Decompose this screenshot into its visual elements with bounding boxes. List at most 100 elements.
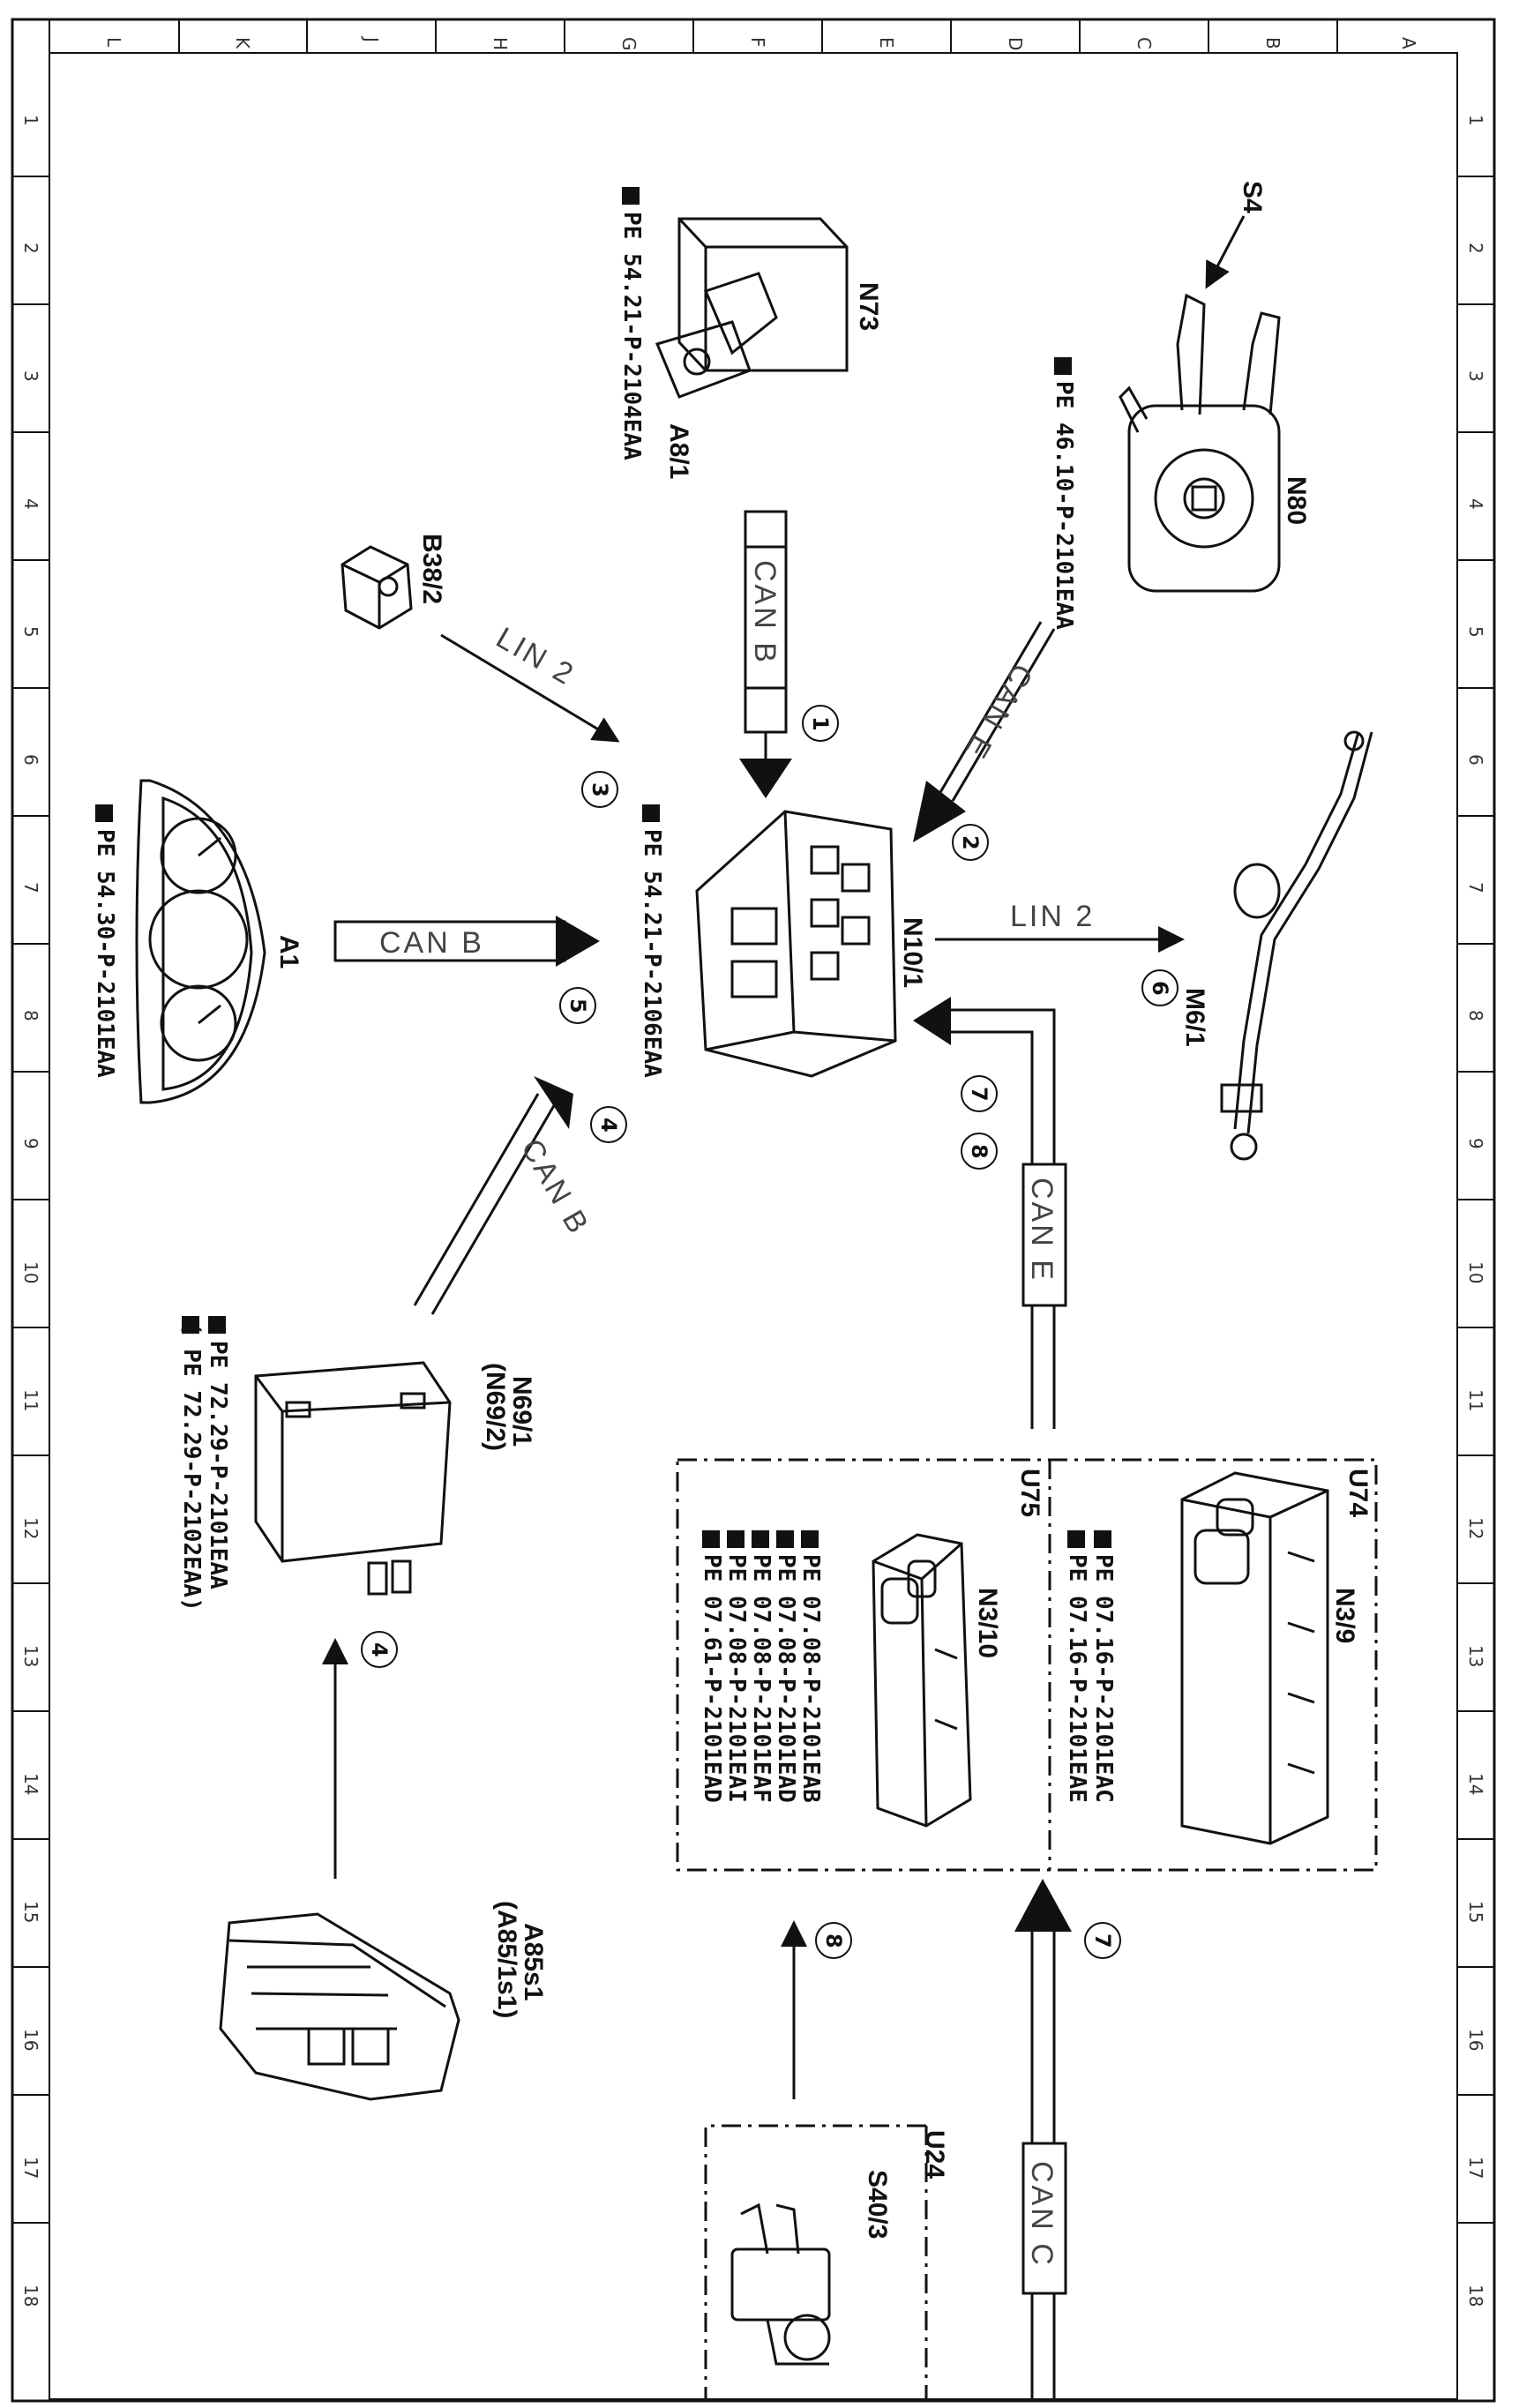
row-3-right: 3	[1465, 370, 1486, 382]
marker-2: 2	[958, 835, 983, 850]
label-u24: U24	[920, 2130, 949, 2179]
col-G: G	[618, 37, 640, 51]
n10-1-sam-module-icon	[695, 810, 897, 1078]
ref-u74-a: PE 07.16-P-2101EAC	[1090, 1554, 1117, 1803]
marker-5: 5	[565, 998, 590, 1013]
row-18-left: 18	[20, 2285, 41, 2307]
n3-9-ecu-icon	[1180, 1471, 1329, 1845]
row-5-left: 5	[20, 626, 41, 638]
label-n69-2: (N69/2)	[481, 1363, 510, 1451]
ref-u74-b: PE 07.16-P-2101EAE	[1064, 1554, 1090, 1803]
b38-2-sensor-icon	[340, 545, 413, 630]
row-8-right: 8	[1465, 1010, 1486, 1021]
col-K: K	[232, 37, 253, 49]
ref-u75-b: PE 07.08-P-2101EAD	[773, 1554, 799, 1803]
bus-can-b-n69: CAN B	[514, 1133, 595, 1241]
row-13-right: 13	[1465, 1645, 1486, 1667]
label-u74: U74	[1343, 1469, 1373, 1517]
label-a1: A1	[274, 935, 303, 968]
a1-instrument-cluster-icon	[135, 779, 266, 1104]
a85s1-component-icon	[219, 1912, 460, 2101]
row-4-left: 4	[20, 498, 41, 510]
col-L: L	[103, 37, 124, 48]
row-4-right: 4	[1465, 498, 1486, 510]
n69-1-door-module-icon	[254, 1361, 452, 1596]
row-7-left: 7	[20, 882, 41, 894]
row-12-right: 12	[1465, 1517, 1486, 1539]
col-H: H	[490, 37, 511, 50]
row-2-right: 2	[1465, 243, 1486, 254]
marker-7-can-c: 7	[1090, 1933, 1115, 1948]
marker-8-s40: 8	[821, 1933, 846, 1948]
row-8-left: 8	[20, 1010, 41, 1021]
arrowheads	[534, 759, 1072, 1932]
row-9-right: 9	[1465, 1138, 1486, 1149]
bus-can-e-ecu: CAN E	[1025, 1178, 1059, 1283]
row-13-left: 13	[20, 1645, 41, 1667]
marker-7-n10: 7	[967, 1087, 991, 1102]
ref-n69-b: ( PE 72.29-P-2102EAA)	[178, 1321, 205, 1612]
label-a85-1s1: (A85/1s1)	[492, 1901, 521, 2018]
label-n3-9: N3/9	[1330, 1588, 1359, 1643]
label-n69-1: N69/1	[507, 1376, 536, 1447]
row-1-left: 1	[20, 115, 41, 126]
row-1-right: 1	[1465, 115, 1486, 126]
bus-can-e-n80: CAN E	[958, 658, 1039, 766]
n3-10-ecu-icon	[872, 1533, 972, 1828]
grid-columns: L K J H G F E D C B A	[49, 19, 1419, 53]
label-a85s1: A85s1	[519, 1923, 548, 2000]
marker-4-a85: 4	[367, 1642, 392, 1657]
ref-u75-e: PE 07.61-P-2101EAD	[699, 1554, 725, 1803]
label-n73: N73	[854, 282, 883, 331]
s4-pointer-arrow	[1205, 215, 1246, 289]
ref-u75-d: PE 07.08-P-2101EAI	[723, 1554, 750, 1803]
col-B: B	[1262, 37, 1283, 49]
label-n80: N80	[1282, 476, 1311, 525]
label-s40-3: S40/3	[863, 2170, 892, 2239]
row-11-left: 11	[20, 1389, 41, 1411]
drawing-frame	[11, 18, 1496, 2403]
col-D: D	[1005, 37, 1026, 50]
bus-lin2-m6: LIN 2	[1010, 900, 1095, 933]
col-A: A	[1398, 37, 1419, 49]
m6-1-wiper-motor-icon	[1220, 730, 1373, 1161]
ref-n69-a: PE 72.29-P-2101EAA	[205, 1341, 231, 1589]
s40-3-switch-icon	[730, 2202, 831, 2366]
marker-6: 6	[1148, 981, 1172, 996]
col-C: C	[1134, 37, 1155, 49]
row-14-right: 14	[1465, 1773, 1486, 1795]
marker-3: 3	[587, 782, 612, 797]
marker-1: 1	[808, 716, 833, 731]
bus-label-boxes	[744, 545, 1067, 2295]
ref-u75-a: PE 07.08-P-2101EAB	[797, 1554, 824, 1803]
ref-n73: PE 54.21-P-2104EAA	[618, 212, 645, 460]
hand-pointer-icons	[95, 187, 1111, 1548]
row-2-left: 2	[20, 243, 41, 254]
row-5-right: 5	[1465, 626, 1486, 638]
bus-can-c: CAN C	[1025, 2161, 1059, 2268]
bus-lin2-b38: LIN 2	[490, 621, 580, 692]
bus-can-b-n73: CAN B	[748, 560, 782, 665]
row-6-right: 6	[1465, 754, 1486, 766]
row-10-right: 10	[1465, 1261, 1486, 1283]
label-n10-1: N10/1	[898, 917, 927, 988]
n80-steering-module-icon	[1119, 293, 1281, 593]
grid-rows: 1 2 3 4 5 6 7 8 9 10 11 12 13 14 15 16 1…	[12, 115, 1494, 2307]
row-10-left: 10	[20, 1261, 41, 1283]
row-7-right: 7	[1465, 882, 1486, 894]
row-15-left: 15	[20, 1901, 41, 1923]
label-s4: S4	[1238, 181, 1267, 213]
label-n3-10: N3/10	[973, 1588, 1002, 1658]
row-6-left: 6	[20, 754, 41, 766]
label-b38-2: B38/2	[417, 534, 446, 604]
marker-4-n10: 4	[596, 1118, 621, 1133]
u24-group-box	[704, 2124, 928, 2399]
col-F: F	[747, 37, 768, 48]
row-16-right: 16	[1465, 2029, 1486, 2051]
row-16-left: 16	[20, 2029, 41, 2051]
ref-a1: PE 54.30-P-2101EAA	[92, 829, 118, 1078]
marker-circles	[361, 705, 1179, 1959]
n73-ignition-switch-icon	[655, 217, 849, 399]
row-14-left: 14	[20, 1773, 41, 1795]
